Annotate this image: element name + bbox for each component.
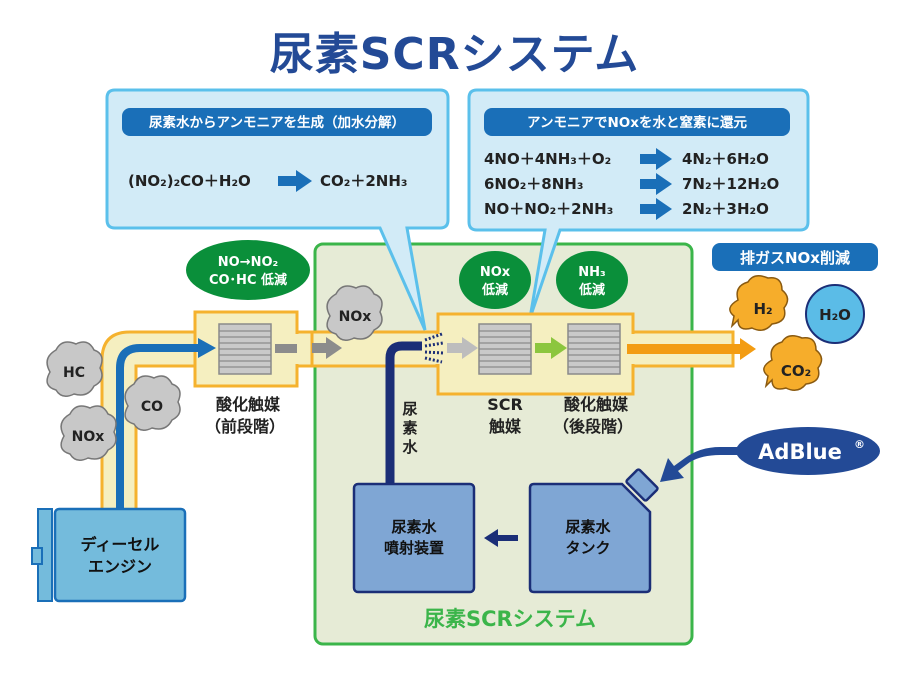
badge-line: 低減 [481, 282, 508, 298]
badge-post-oxidation: NH₃ 低減 [556, 251, 628, 309]
badge-line: NOx [480, 265, 511, 280]
cloud-h2-icon: H₂ [729, 275, 789, 331]
cloud-nox-icon: NOx [60, 405, 117, 461]
h2o-circle-icon: H₂O [805, 284, 865, 344]
diesel-engine: ディーセル エンジン [31, 507, 187, 603]
cloud-label: NOx [72, 429, 105, 445]
reaction-arrow-icon [640, 173, 672, 195]
tank-to-injector-arrow-icon [484, 529, 518, 547]
output-label-text: 排ガスNOx削減 [740, 249, 850, 267]
urea-supply-line [385, 341, 422, 485]
hydrolysis-equation-right: CO₂＋2NH₃ [320, 172, 407, 190]
injector-label-1: 尿素水 [391, 518, 437, 536]
injector-label-2: 噴射装置 [384, 539, 444, 557]
callout-hydrolysis-header [122, 108, 432, 136]
output-item-label: H₂ [753, 300, 772, 318]
light-gray-flow-arrow-icon [447, 337, 478, 359]
exhaust-flow-arrow [116, 344, 200, 510]
urea-tank: 尿素水 タンク [528, 468, 659, 594]
badge-pre-oxidation: NO→NO₂ CO･HC 低減 [186, 240, 310, 300]
cloud-co2-icon: CO₂ [763, 335, 823, 391]
engine-label-1: ディーセル [81, 535, 160, 554]
hydrolysis-equation-left: (NO₂)₂CO＋H₂O [128, 172, 251, 190]
tank-label-1: 尿素水 [565, 518, 611, 536]
adblue-label: AdBlue [758, 440, 842, 464]
badge-line: 低減 [578, 282, 605, 298]
urea-injector: 尿素水 噴射装置 [352, 482, 476, 594]
callout-reduction: アンモニアでNOxを水と窒素に還元 4NO＋4NH₃＋O₂ 4N₂＋6H₂O 6… [467, 88, 810, 319]
urea-line-label-3: 水 [402, 438, 418, 456]
pre-catalyst-sublabel: （前段階） [205, 417, 285, 436]
post-catalyst-sublabel: （後段階） [553, 417, 633, 436]
cloud-co-icon: CO [124, 375, 181, 431]
adblue-registered-mark: ® [854, 438, 865, 451]
scr-catalyst [478, 323, 532, 375]
cloud-label: HC [63, 365, 85, 381]
clean-exhaust-arrow-icon [627, 338, 756, 360]
output-item-label: CO₂ [781, 362, 811, 380]
reduction-eq2-left: 6NO₂＋8NH₃ [484, 175, 583, 193]
callout-reduction-header [484, 108, 790, 136]
cloud-label: CO [141, 399, 163, 415]
cloud-label: NOx [339, 309, 372, 325]
callout-reduction-header-text: アンモニアでNOxを水と窒素に還元 [527, 114, 747, 131]
post-catalyst-label: 酸化触媒 [564, 395, 629, 414]
reduction-eq3-left: NO＋NO₂＋2NH₃ [484, 200, 613, 218]
urea-line-label-1: 尿 [402, 400, 417, 418]
reduction-eq1-left: 4NO＋4NH₃＋O₂ [484, 150, 611, 168]
badge-line: NH₃ [578, 265, 605, 280]
engine-label-2: エンジン [88, 557, 152, 576]
reduction-eq2-right: 7N₂＋12H₂O [682, 175, 779, 193]
urea-line-label-2: 素 [402, 419, 417, 437]
output-item-label: H₂O [819, 306, 851, 324]
gray-flow-segment [275, 344, 297, 353]
urea-spray-nozzle-icon [424, 332, 444, 364]
reduction-eq3-right: 2N₂＋3H₂O [682, 200, 769, 218]
badge-line: NO→NO₂ [218, 255, 278, 270]
post-oxidation-catalyst [567, 323, 621, 375]
scr-catalyst-label: SCR [487, 395, 523, 414]
green-flow-arrow-icon [535, 337, 567, 359]
reaction-arrow-icon [278, 170, 312, 192]
reduction-eq1-right: 4N₂＋6H₂O [682, 150, 769, 168]
reaction-arrow-icon [640, 148, 672, 170]
page-title: 尿素SCRシステム [269, 29, 640, 80]
cloud-nox-mid-icon: NOx [326, 285, 383, 341]
output-label-badge: 排ガスNOx削減 [712, 243, 878, 271]
system-label: 尿素SCRシステム [424, 607, 596, 631]
adblue-badge: AdBlue ® [736, 427, 880, 475]
tank-label-2: タンク [565, 539, 610, 557]
reaction-arrow-icon [640, 198, 672, 220]
pre-oxidation-catalyst [218, 323, 272, 375]
cloud-hc-icon: HC [46, 341, 103, 397]
callout-hydrolysis-header-text: 尿素水からアンモニアを生成（加水分解） [149, 114, 405, 131]
callout-hydrolysis: 尿素水からアンモニアを生成（加水分解） (NO₂)₂CO＋H₂O CO₂＋2NH… [105, 88, 450, 331]
badge-scr: NOx 低減 [459, 251, 531, 309]
flow-arrowhead-icon [198, 338, 216, 358]
gray-flow-arrow-icon [312, 337, 342, 359]
scr-catalyst-sublabel: 触媒 [488, 417, 522, 436]
badge-line: CO･HC 低減 [209, 272, 287, 288]
pre-catalyst-label: 酸化触媒 [216, 395, 281, 414]
